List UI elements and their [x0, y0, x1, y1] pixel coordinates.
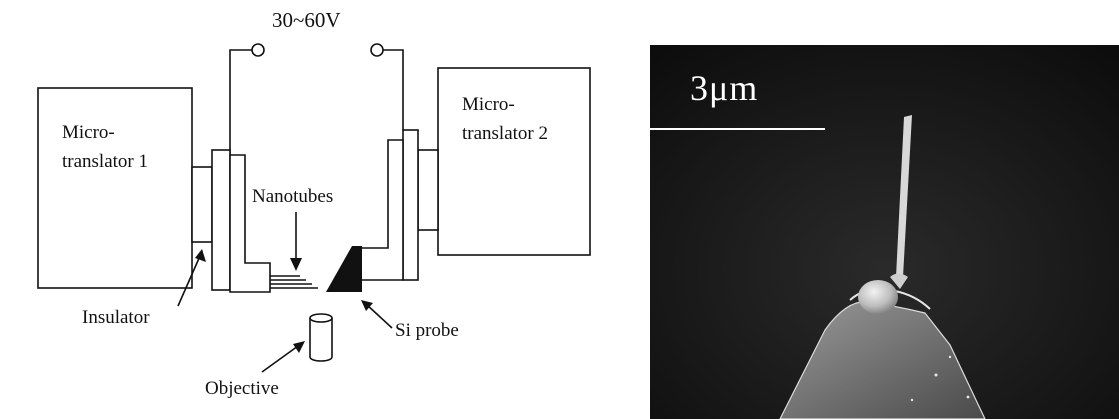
voltage-source — [229, 43, 404, 155]
micro-translator-1-box — [37, 87, 193, 289]
micro-translator-1-label-line1: Micro- — [62, 122, 115, 143]
left-lead-wire — [229, 49, 252, 155]
objective-label: Objective — [205, 378, 279, 399]
apparatus-diagram: 30~60V Micro- translator 1 Nanotubes Mic… — [37, 8, 591, 399]
objective-arrow — [261, 341, 305, 373]
si-probe-tip — [326, 246, 362, 292]
right-insulator-block — [417, 149, 439, 231]
sem-nanotube — [896, 115, 912, 277]
micro-translator-2-box — [437, 67, 591, 256]
right-mount-plate — [402, 129, 419, 281]
nanotubes-label: Nanotubes — [252, 186, 333, 207]
left-mount-plate — [211, 149, 231, 291]
si-probe-arrow — [361, 300, 393, 329]
insulator-arrow — [177, 249, 206, 307]
micro-translator-1-label-line2: translator 1 — [62, 151, 148, 172]
left-probe-holder — [229, 154, 271, 293]
voltage-label: 30~60V — [272, 8, 341, 32]
right-probe-holder — [355, 139, 404, 281]
nanotubes-arrow — [290, 212, 302, 271]
micro-translator-2-label-line1: Micro- — [462, 94, 515, 115]
sem-nanotube-base — [890, 273, 908, 289]
micro-translator-2-label-line2: translator 2 — [462, 123, 548, 144]
insulator-label: Insulator — [82, 307, 150, 328]
right-terminal — [370, 43, 384, 57]
objective-lens — [309, 313, 333, 362]
nanotubes — [270, 275, 318, 289]
sem-attachment-blob — [858, 280, 898, 314]
sem-image — [650, 45, 1119, 419]
sem-specks — [910, 355, 970, 402]
right-lead-wire — [383, 49, 404, 130]
sem-micrograph: 3μm — [650, 45, 1119, 419]
left-terminal — [251, 43, 265, 57]
si-probe-label: Si probe — [395, 320, 459, 341]
left-insulator-block — [191, 166, 213, 243]
sem-scale-label: 3μm — [690, 68, 759, 108]
